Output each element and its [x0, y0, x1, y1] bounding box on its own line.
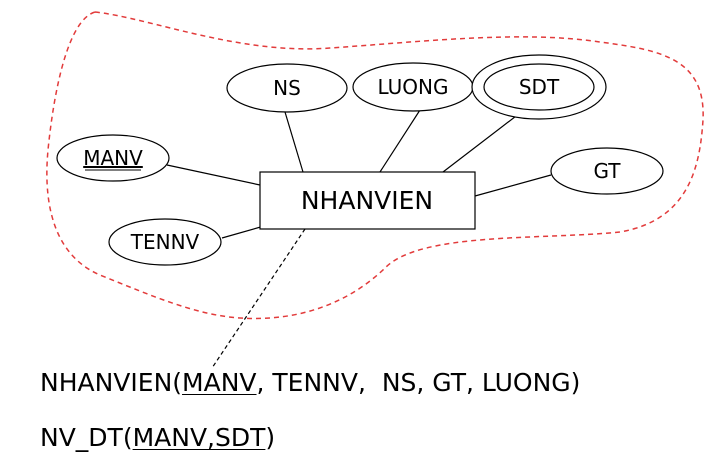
attr-sdt-inner-ellipse — [483, 63, 595, 111]
attr-ns-label: NS — [273, 76, 301, 100]
entity-nhanvien-box — [259, 171, 476, 230]
link-ns — [284, 111, 304, 173]
attr-tennv-ellipse — [108, 218, 222, 266]
attr-luong-label: LUONG — [378, 75, 449, 99]
link-gt — [474, 174, 552, 197]
schema-1-rest: , TENNV, NS, GT, LUONG) — [256, 368, 581, 397]
schema-1-name: NHANVIEN( — [40, 368, 183, 397]
schema-relation-nhanvien: NHANVIEN(MANV, TENNV, NS, GT, LUONG) — [40, 368, 580, 397]
attr-ns-ellipse — [226, 63, 348, 113]
link-sdt — [442, 112, 521, 173]
schema-1-key: MANV — [182, 368, 257, 397]
attr-tennv-label: TENNV — [130, 230, 200, 254]
link-manv — [166, 164, 261, 186]
attr-manv-label: MANV — [83, 146, 143, 170]
link-tennv — [221, 225, 265, 239]
link-schema — [211, 228, 306, 369]
attr-sdt-label: SDT — [519, 75, 560, 99]
schema-2-key: MANV,SDT — [132, 423, 266, 452]
link-luong — [379, 109, 421, 173]
schema-relation-nv-dt: NV_DT(MANV,SDT) — [40, 423, 275, 452]
attr-gt-label: GT — [593, 159, 621, 183]
schema-2-close: ) — [265, 423, 276, 452]
attr-gt-ellipse — [550, 147, 664, 195]
schema-2-name: NV_DT( — [40, 423, 133, 452]
dashed-boundary — [46, 11, 704, 320]
entity-nhanvien-label: NHANVIEN — [301, 186, 433, 215]
